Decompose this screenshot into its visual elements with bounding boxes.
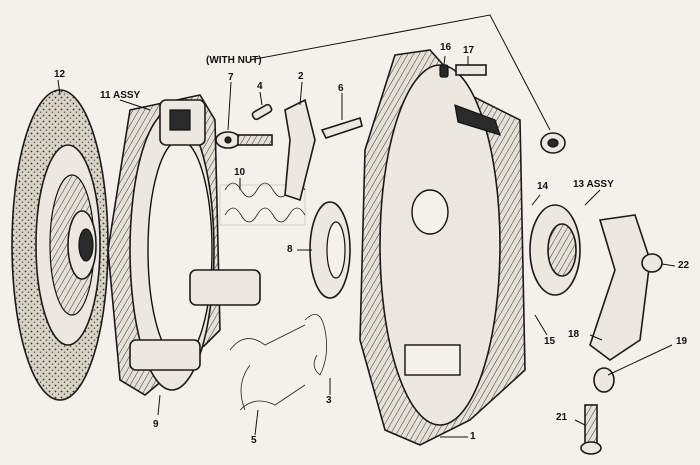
- label-12: 12: [54, 69, 66, 80]
- nut: [540, 132, 566, 154]
- retainer-spring-3: [304, 313, 328, 376]
- release-bearing-13: [529, 204, 581, 296]
- label-6: 6: [338, 83, 344, 94]
- label-1: 1: [470, 431, 476, 442]
- label-17: 17: [463, 45, 475, 56]
- washer-16: [439, 64, 449, 78]
- pin-4: [251, 103, 273, 121]
- label-with-nut: (WITH NUT): [206, 55, 262, 66]
- nut-22: [641, 253, 663, 273]
- strut-6: [320, 116, 363, 139]
- label-4: 4: [257, 81, 263, 92]
- bolt-21: [580, 404, 602, 455]
- label-2: 2: [298, 71, 304, 82]
- label-14: 14: [537, 181, 549, 192]
- driven-plate-12: [11, 89, 109, 401]
- eyebolt-7: [215, 131, 273, 149]
- label-8: 8: [287, 244, 293, 255]
- leader-lines: [57, 14, 676, 438]
- label-7: 7: [228, 72, 234, 83]
- label-10: 10: [234, 167, 246, 178]
- release-lever-2: [284, 98, 316, 202]
- label-13-assy: 13 ASSY: [573, 179, 614, 190]
- label-16: 16: [440, 42, 452, 53]
- label-5: 5: [251, 435, 257, 446]
- bush-19: [593, 367, 615, 393]
- label-3: 3: [326, 395, 332, 406]
- label-18: 18: [568, 329, 580, 340]
- release-lever-plate-8: [309, 201, 351, 299]
- pressure-plate-assembly-11: [107, 94, 261, 396]
- label-9: 9: [153, 419, 159, 430]
- clutch-cover-1: [359, 49, 526, 446]
- label-21: 21: [556, 412, 568, 423]
- label-11-assy: 11 ASSY: [100, 90, 141, 101]
- retracting-spring-5: [229, 324, 306, 411]
- label-22: 22: [678, 260, 690, 271]
- label-19: 19: [676, 336, 688, 347]
- label-15: 15: [544, 336, 556, 347]
- release-fork-18: [589, 214, 651, 361]
- bolt-17: [455, 64, 487, 76]
